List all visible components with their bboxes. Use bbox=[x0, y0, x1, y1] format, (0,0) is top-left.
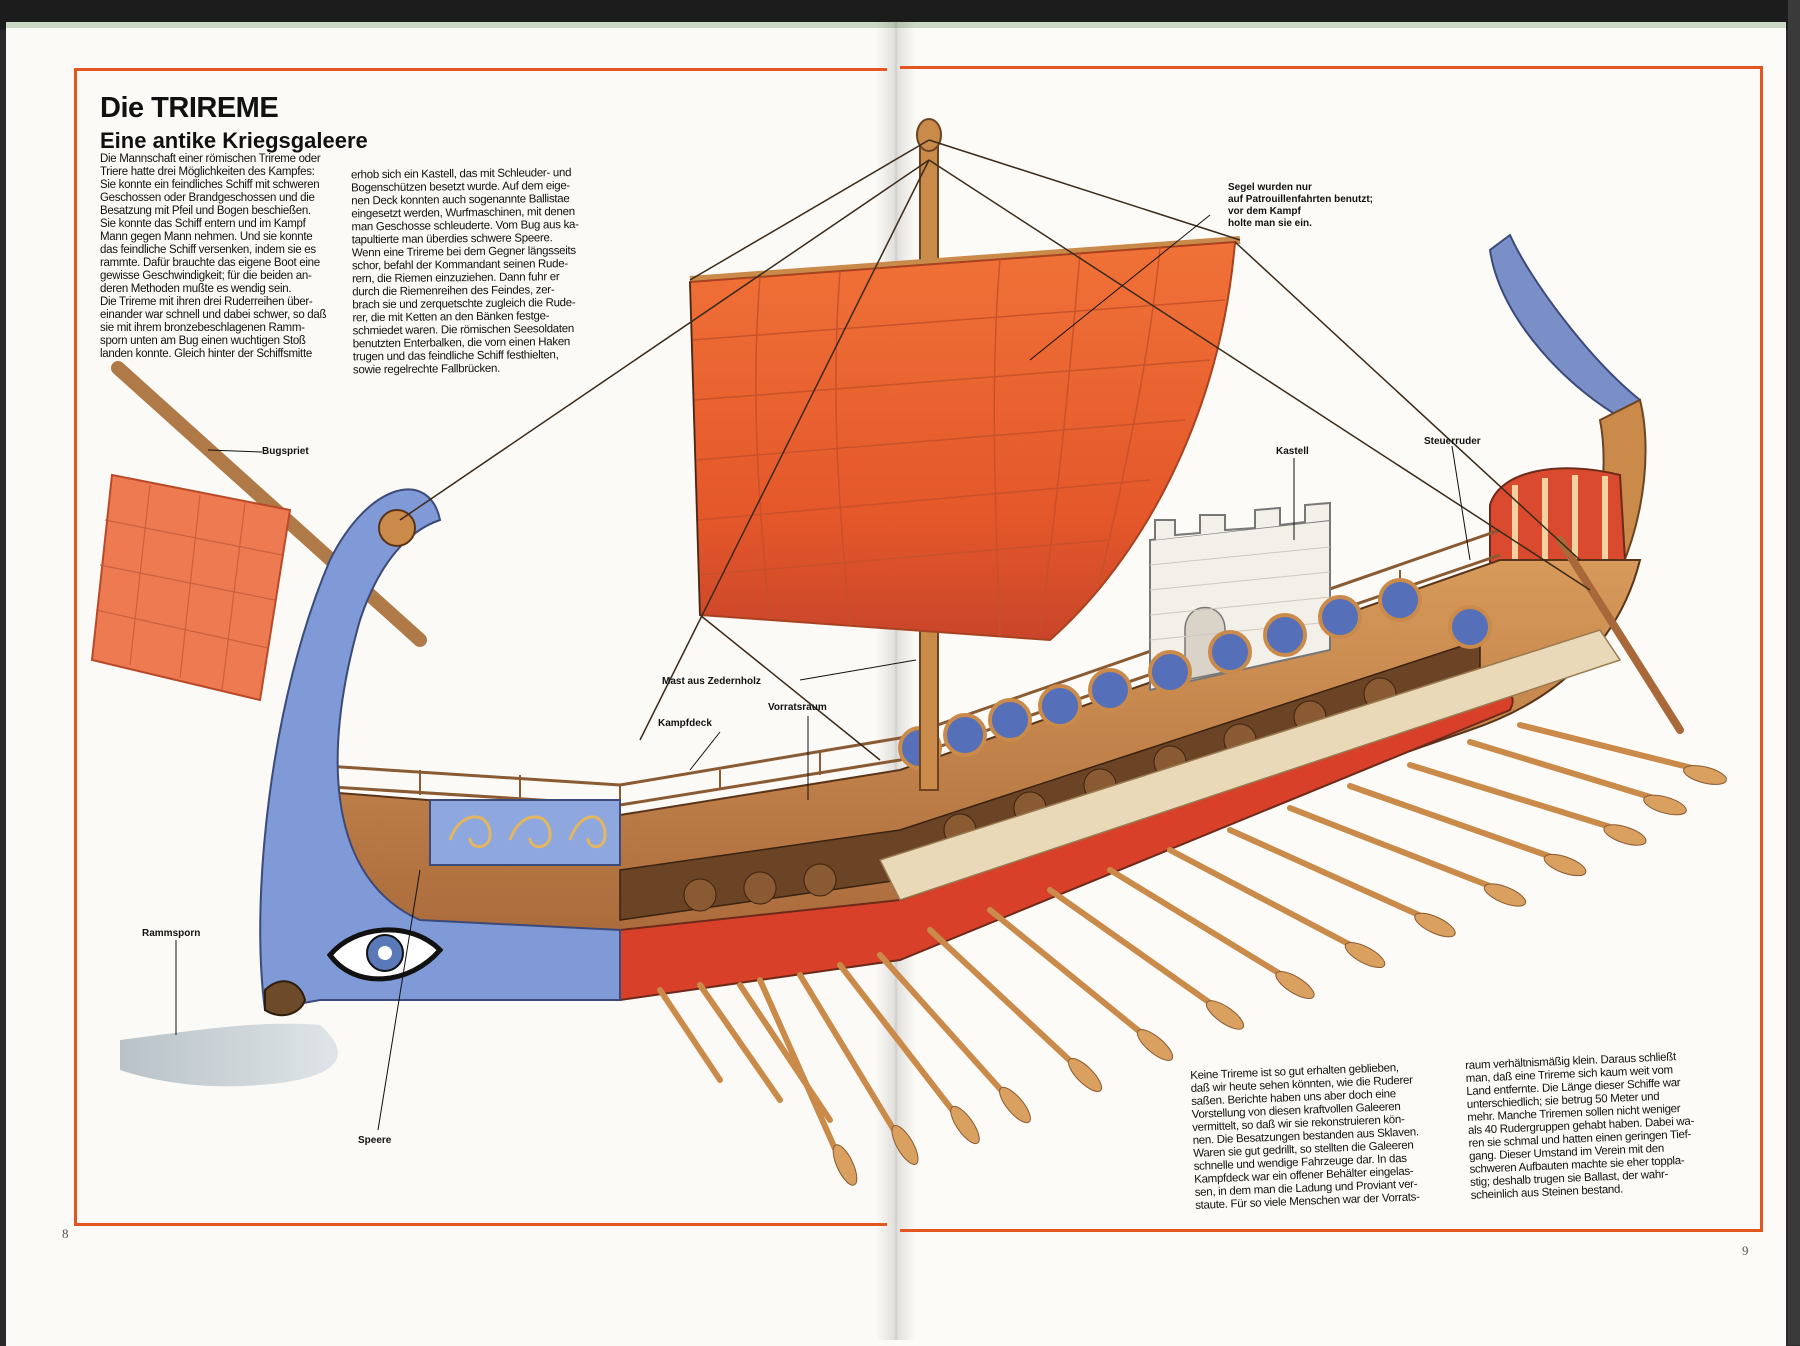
left-page bbox=[6, 22, 896, 1346]
book-cover-edge bbox=[1788, 0, 1800, 1345]
book-gutter bbox=[876, 22, 916, 1340]
text-column-4: raum verhältnismäßig klein. Daraus schli… bbox=[1465, 1051, 1695, 1202]
rigging bbox=[399, 139, 1591, 761]
prow-ornament-panel bbox=[429, 799, 621, 866]
label-kampfdeck: Kampfdeck bbox=[658, 718, 712, 729]
steering-oar bbox=[1556, 536, 1684, 734]
oars bbox=[657, 722, 1703, 1163]
text-column-2: erhob sich ein Kastell, das mit Schleude… bbox=[350, 167, 579, 377]
label-rammsporn: Rammsporn bbox=[142, 928, 201, 939]
text-column-3: Keine Trireme ist so gut erhalten geblie… bbox=[1190, 1061, 1420, 1212]
page-number-left: 8 bbox=[62, 1226, 69, 1241]
prow-volute bbox=[378, 509, 416, 547]
oar-blades bbox=[832, 765, 1727, 1186]
right-page-frame bbox=[900, 66, 1763, 1232]
text-column-1: Die Mannschaft einer römischen Trireme o… bbox=[100, 153, 327, 360]
water-wake bbox=[120, 1023, 338, 1087]
stern-cabin bbox=[1489, 467, 1627, 567]
yard bbox=[689, 236, 1241, 284]
label-vorratsraum: Vorratsraum bbox=[768, 702, 827, 713]
label-bugspriet: Bugspriet bbox=[262, 446, 309, 457]
article-title: Die TRIREME bbox=[100, 92, 279, 124]
leader-lines bbox=[175, 214, 1471, 1131]
page-number-right: 9 bbox=[1742, 1243, 1749, 1258]
left-page-frame bbox=[74, 68, 887, 1226]
gangway bbox=[878, 629, 1622, 901]
label-mast: Mast aus Zedernholz bbox=[662, 676, 761, 687]
stern-ornament bbox=[1488, 233, 1642, 422]
label-steuerruder: Steuerruder bbox=[1424, 436, 1481, 447]
ram-head bbox=[264, 980, 307, 1017]
label-speere: Speere bbox=[358, 1135, 392, 1146]
bow-sail bbox=[90, 473, 292, 702]
label-kastell: Kastell bbox=[1276, 446, 1309, 457]
prow bbox=[259, 488, 621, 1012]
article-subtitle: Eine antike Kriegsgaleere bbox=[100, 128, 368, 153]
label-segel: Segel wurden nur auf Patrouillenfahrten … bbox=[1228, 182, 1373, 229]
